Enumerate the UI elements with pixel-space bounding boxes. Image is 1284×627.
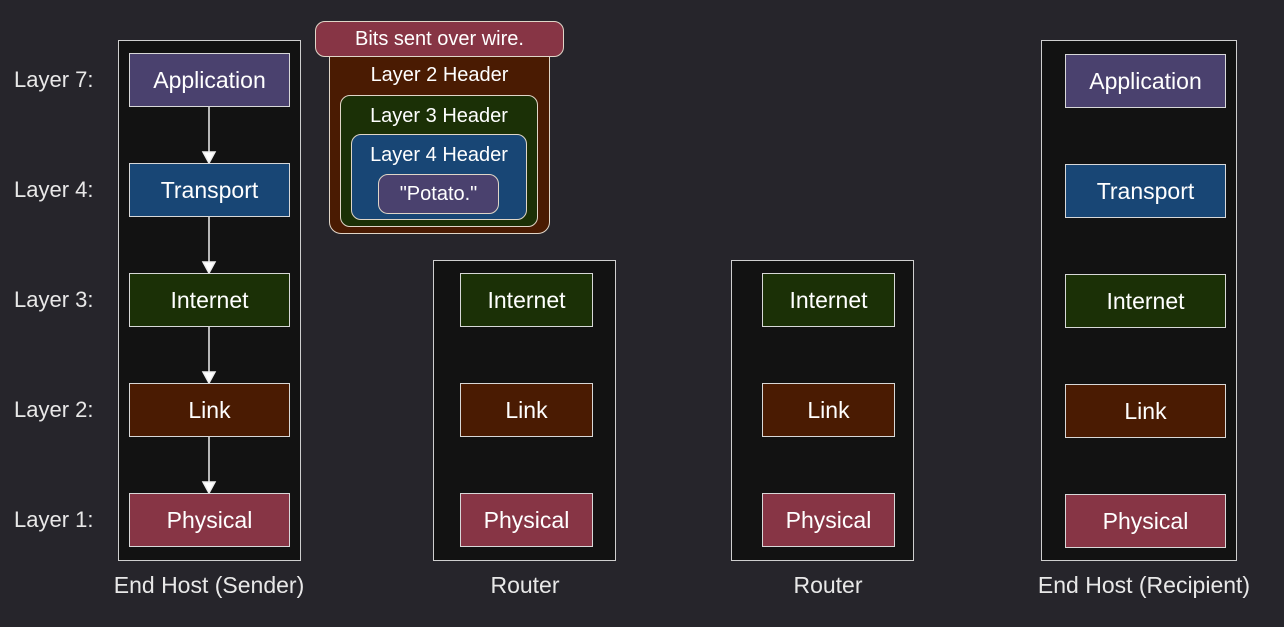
sender-transport: Transport bbox=[129, 163, 290, 217]
sender-link: Link bbox=[129, 383, 290, 437]
layer3-header-label: Layer 3 Header bbox=[370, 105, 508, 127]
wire-banner: Bits sent over wire. bbox=[315, 21, 564, 57]
layer2-header-label: Layer 2 Header bbox=[370, 64, 509, 86]
layer4-header-label: Layer 4 Header bbox=[370, 144, 508, 166]
row-label-layer3: Layer 3: bbox=[14, 287, 94, 312]
router1-internet: Internet bbox=[460, 273, 593, 327]
router2-internet: Internet bbox=[762, 273, 895, 327]
router2-caption: Router bbox=[793, 572, 863, 598]
arrowhead-icon bbox=[201, 261, 217, 275]
router1-link: Link bbox=[460, 383, 593, 437]
row-label-layer7: Layer 7: bbox=[14, 67, 94, 92]
recipient-caption: End Host (Recipient) bbox=[1037, 572, 1251, 598]
row-label-layer1: Layer 1: bbox=[14, 507, 94, 532]
arrowhead-icon bbox=[201, 151, 217, 165]
router2-link: Link bbox=[762, 383, 895, 437]
row-label-layer2: Layer 2: bbox=[14, 397, 94, 422]
router1-physical: Physical bbox=[460, 493, 593, 547]
sender-caption: End Host (Sender) bbox=[113, 572, 305, 598]
router1-caption: Router bbox=[490, 572, 560, 598]
arrowhead-icon bbox=[201, 371, 217, 385]
router2-physical: Physical bbox=[762, 493, 895, 547]
sender-internet: Internet bbox=[129, 273, 290, 327]
arrowhead-icon bbox=[201, 481, 217, 495]
recipient-transport: Transport bbox=[1065, 164, 1226, 218]
row-label-layer4: Layer 4: bbox=[14, 177, 94, 202]
sender-physical: Physical bbox=[129, 493, 290, 547]
recipient-physical: Physical bbox=[1065, 494, 1226, 548]
sender-application: Application bbox=[129, 53, 290, 107]
recipient-application: Application bbox=[1065, 54, 1226, 108]
packet-payload: "Potato." bbox=[378, 174, 499, 214]
recipient-link: Link bbox=[1065, 384, 1226, 438]
recipient-internet: Internet bbox=[1065, 274, 1226, 328]
